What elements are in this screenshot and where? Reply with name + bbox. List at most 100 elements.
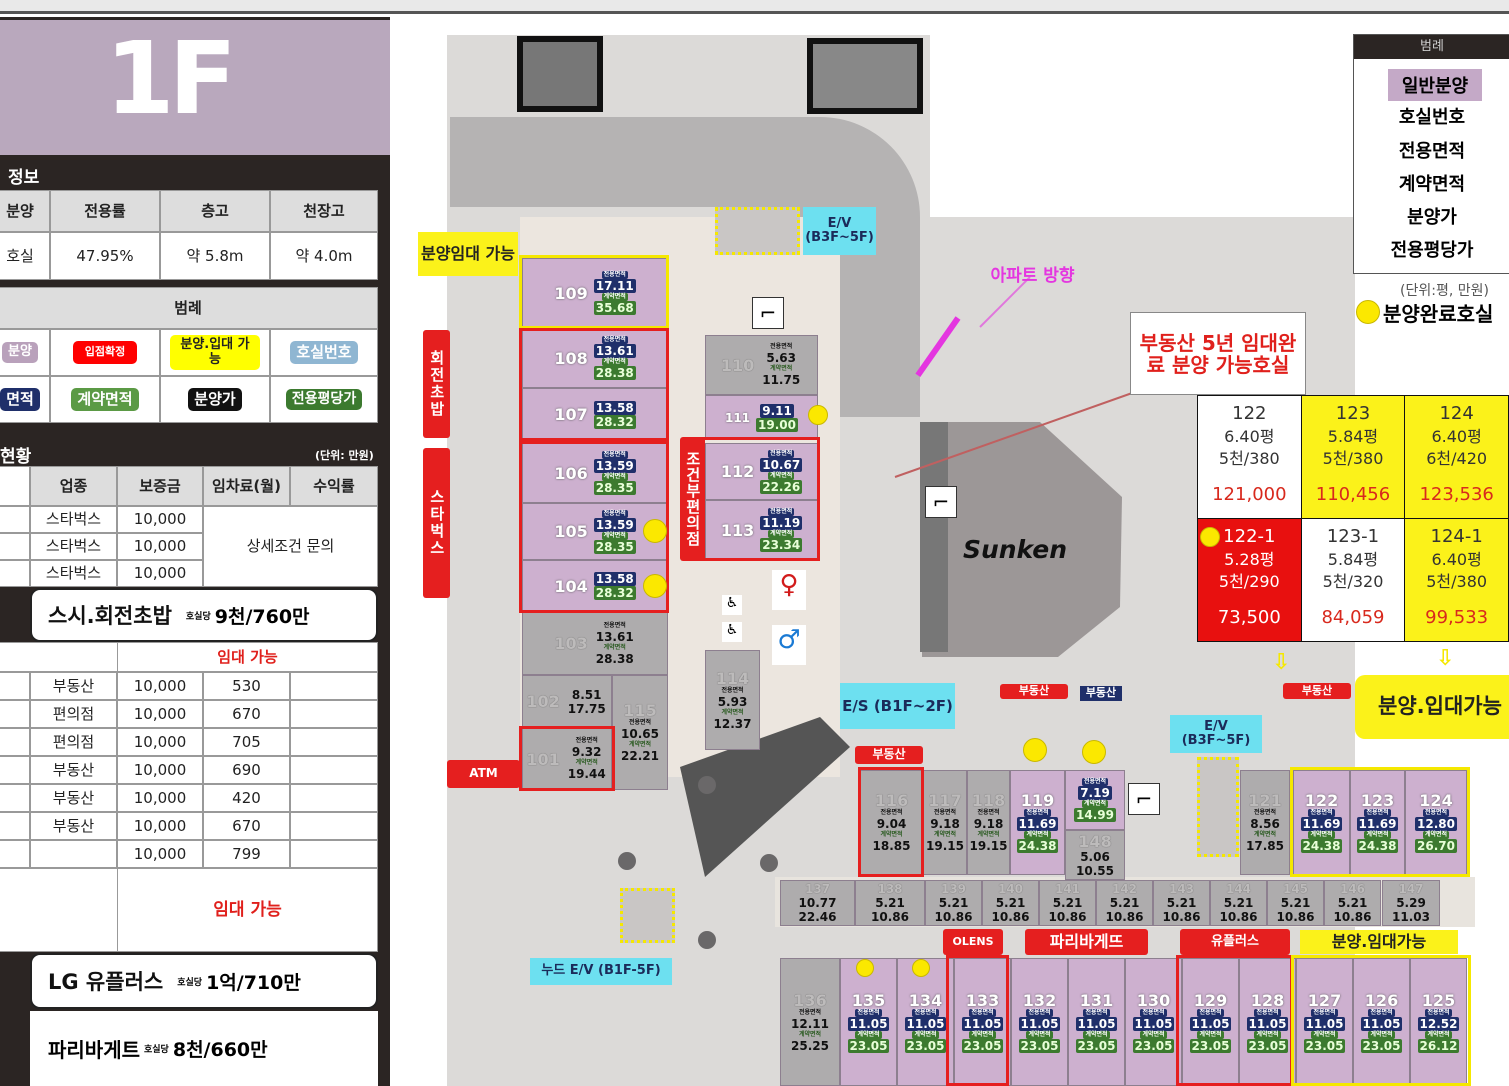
lease-cell: 530 [203,672,290,700]
top-bar [0,0,1509,14]
exclusive-area-label: 전용면적 [768,449,795,458]
legend-sale: 분양 [2,342,38,363]
lease-header [0,466,30,506]
escalator [680,717,850,877]
contract-area: 10.86 [1276,910,1315,924]
sold-dot-icon [1200,527,1220,547]
unit-number: 129 [1193,990,1228,1010]
tenant-price: 8천/660만 [172,1039,268,1061]
exclusive-area-label: 전용면적 [1308,809,1335,817]
contract-area-label: 계약면적 [1311,1030,1338,1039]
contract-area-label: 계약면적 [1364,831,1391,839]
label-realty: 부동산 [1283,683,1351,699]
men-restroom-icon: ♂ [772,625,806,665]
exclusive-area: 11.05 [1018,1016,1061,1031]
lease-header: 업종 [30,466,117,506]
exclusive-area: 11.69 [1356,817,1399,831]
lease-available: 임대 가능 [117,868,378,952]
info-title: 정보 [8,168,40,188]
sold-dot-icon [912,959,930,977]
lease-cell: 부동산 [30,672,117,700]
tenant-price: 9천/760만 [214,605,310,628]
exclusive-area: 11.05 [961,1016,1004,1031]
contract-area-label: 계약면적 [768,471,795,480]
sold-dot-icon [1356,300,1380,324]
legend-item: 분양 [0,329,50,376]
exclusive-area: 5.21 [1337,896,1368,910]
exclusive-area-label: 전용면적 [1311,1008,1338,1017]
legend-item: 분양.입대 가능 [160,329,270,376]
exclusive-area-label: 전용면적 [1024,809,1051,817]
lease-cell: 부동산 [30,784,117,812]
contract-area-label: 계약면적 [1253,831,1277,838]
stairs-icon: ⌐ [1128,783,1160,815]
grid-rent: 5천/290 [1218,571,1280,591]
legend-price-per-pyeong: 전용평당가 [285,388,363,411]
grid-price: 110,456 [1315,484,1391,506]
contract-area: 23.05 [847,1038,890,1053]
grid-price: 84,059 [1321,607,1385,629]
contract-area: 23.05 [1018,1038,1061,1053]
contract-area-label: 계약면적 [969,1030,996,1039]
lease-note: 상세조건 문의 [203,506,378,587]
pillar [618,852,636,870]
legend-title: 범례 [0,287,378,329]
grid-id: 123-1 [1326,526,1380,547]
